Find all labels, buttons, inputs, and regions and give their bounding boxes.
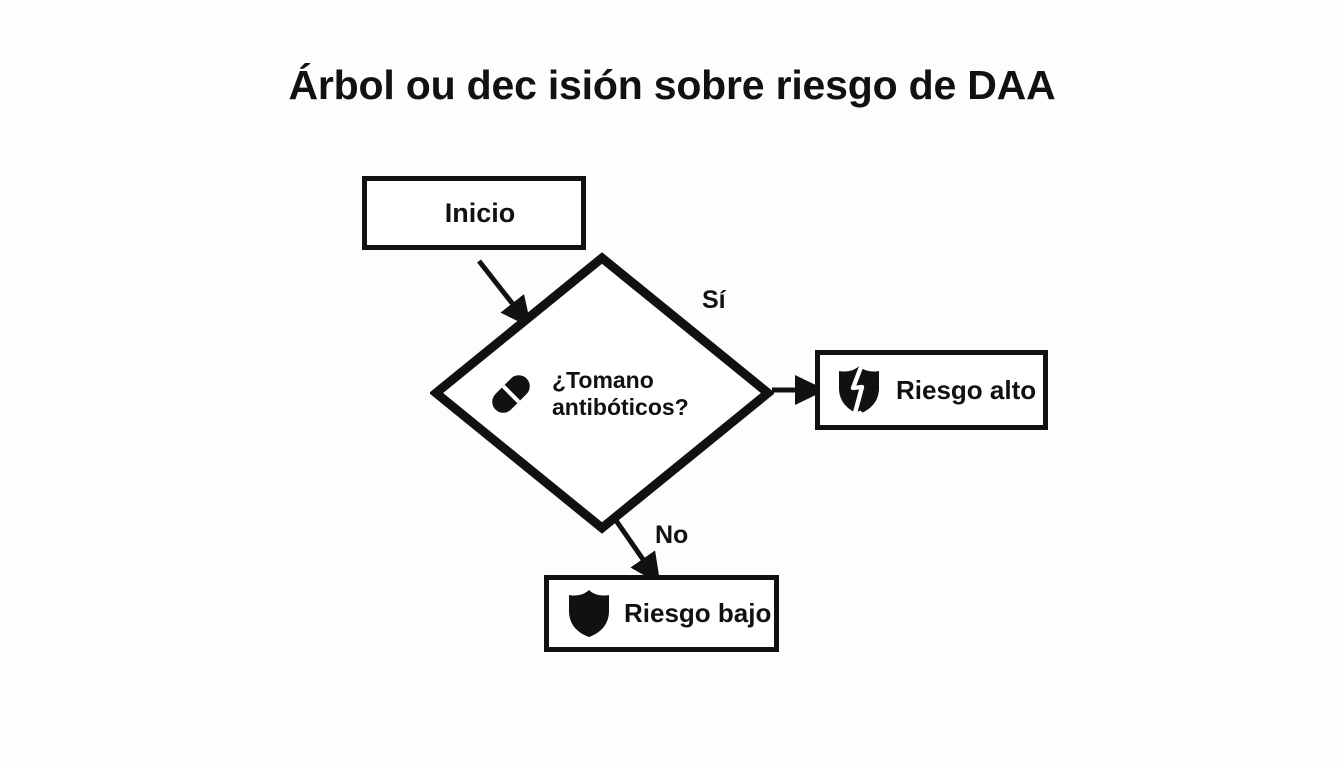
node-riesgo-alto[interactable]: Riesgo alto xyxy=(815,350,1048,430)
node-decision-antibioticos[interactable]: ¿Tomano antibóticos? xyxy=(430,252,774,534)
decision-content: ¿Tomano antibóticos? xyxy=(482,348,732,440)
page-title: Árbol ou dec isión sobre riesgo de DAA xyxy=(288,62,1056,108)
edge-label-si: Sí xyxy=(702,286,726,314)
edge-inicio-to-decision xyxy=(477,259,532,328)
diamond-shape xyxy=(430,252,774,534)
broken-shield-icon xyxy=(839,364,879,416)
node-riesgo-alto-label: Riesgo alto xyxy=(896,374,1037,405)
shield-icon xyxy=(569,590,609,637)
node-inicio[interactable]: Inicio xyxy=(362,176,586,250)
node-riesgo-bajo[interactable]: Riesgo bajo xyxy=(544,575,779,652)
pill-icon xyxy=(492,375,530,413)
node-riesgo-bajo-label: Riesgo bajo xyxy=(624,598,772,628)
node-decision-label: ¿Tomano antibóticos? xyxy=(552,366,689,420)
edge-label-no: No xyxy=(655,521,689,549)
edge-decision-to-riesgo-bajo xyxy=(612,517,661,585)
node-inicio-label: Inicio xyxy=(444,197,516,228)
